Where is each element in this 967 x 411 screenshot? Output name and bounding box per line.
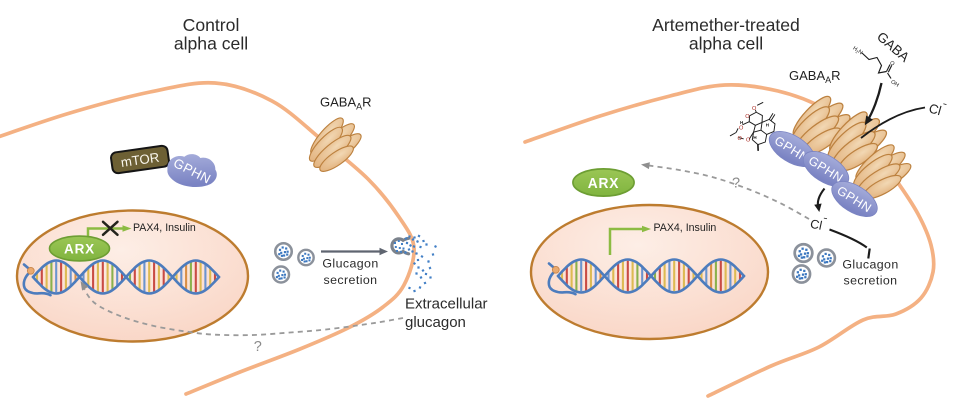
svg-text:secretion: secretion <box>844 273 898 287</box>
svg-text:?: ? <box>254 339 262 355</box>
svg-text:GABAAR: GABAAR <box>789 68 841 85</box>
svg-text:H: H <box>766 123 769 128</box>
svg-text:O: O <box>739 126 744 132</box>
svg-text:O: O <box>738 136 743 142</box>
svg-text:glucagon: glucagon <box>405 314 466 331</box>
svg-text:?: ? <box>732 176 740 192</box>
svg-text:Clˉ: Clˉ <box>809 212 828 233</box>
svg-text:Artemether-treated: Artemether-treated <box>652 15 800 35</box>
svg-text:O: O <box>752 106 757 112</box>
svg-text:PAX4, Insulin: PAX4, Insulin <box>654 222 717 234</box>
svg-text:alpha cell: alpha cell <box>174 34 248 54</box>
svg-text:GABAAR: GABAAR <box>320 95 372 112</box>
svg-text:secretion: secretion <box>324 273 378 287</box>
svg-text:OH: OH <box>889 79 899 89</box>
svg-text:Extracellular: Extracellular <box>405 296 488 313</box>
svg-text:Control: Control <box>183 15 240 35</box>
svg-text:Clˉ: Clˉ <box>927 97 948 119</box>
svg-text:Glucagon: Glucagon <box>842 257 898 271</box>
svg-text:O: O <box>888 60 895 68</box>
svg-text:alpha cell: alpha cell <box>689 34 763 54</box>
svg-text:H: H <box>740 120 743 125</box>
svg-text:Glucagon: Glucagon <box>322 257 378 271</box>
svg-text:O: O <box>746 137 751 143</box>
svg-text:O: O <box>745 114 750 120</box>
svg-text:PAX4, Insulin: PAX4, Insulin <box>133 222 196 234</box>
svg-text:H2N: H2N <box>851 46 863 57</box>
svg-text:mTOR: mTOR <box>120 150 160 170</box>
svg-text:H: H <box>753 135 756 140</box>
